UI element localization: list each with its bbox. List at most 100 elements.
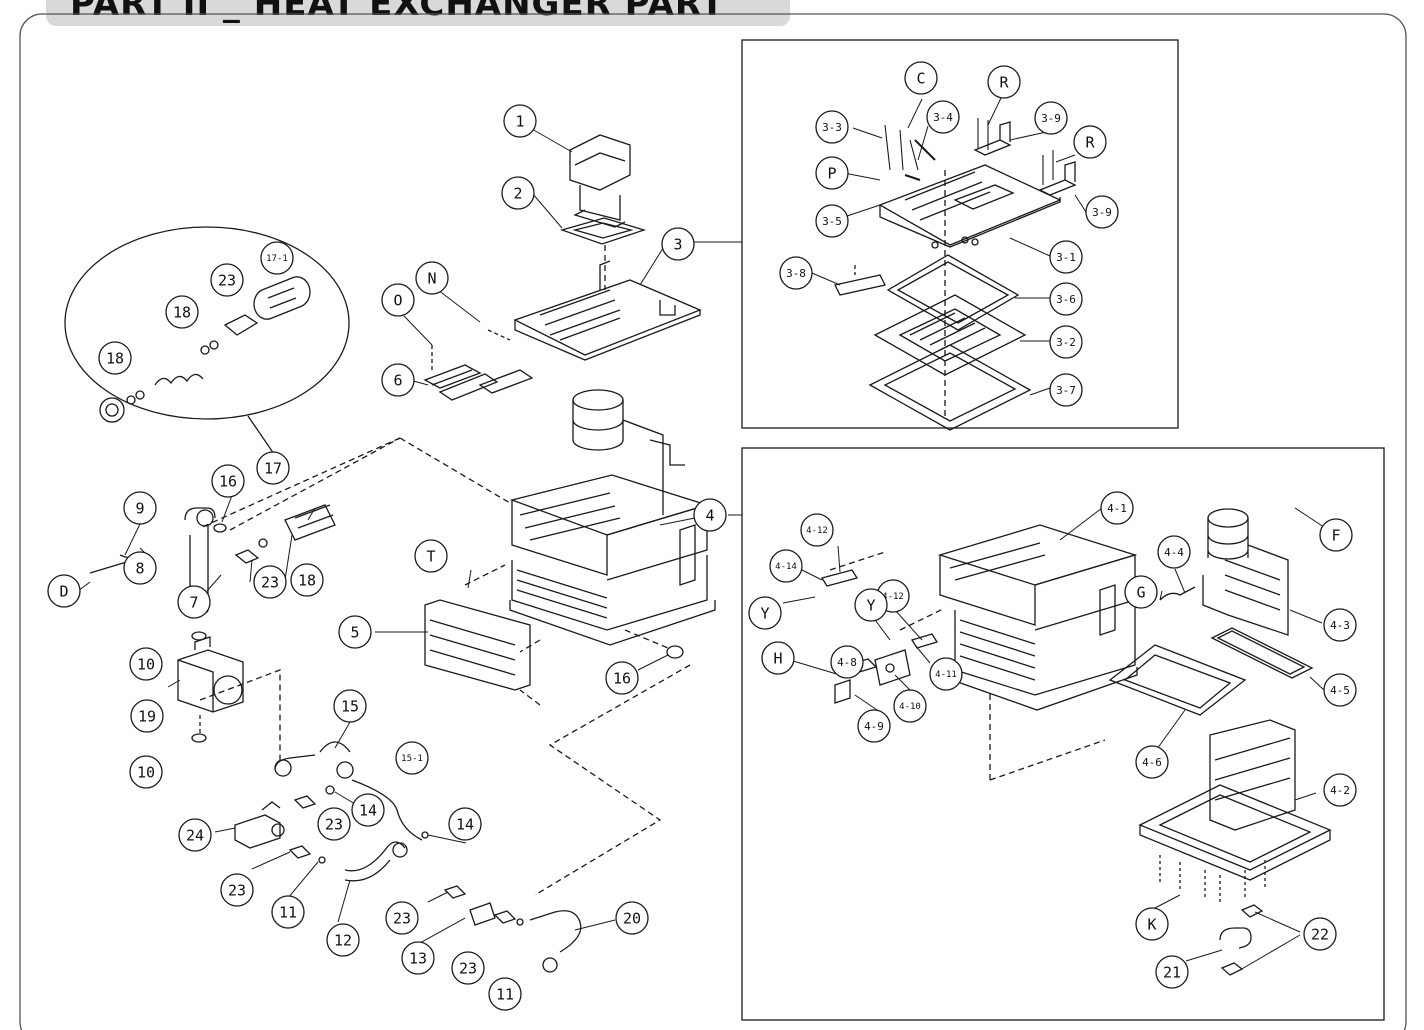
callout-main-16b: 16 xyxy=(605,661,639,695)
callout-main-11a: 11 xyxy=(271,895,305,929)
callout-label: 10 xyxy=(137,763,155,781)
callout-circle xyxy=(800,513,834,547)
callout-circle xyxy=(693,498,727,532)
callout-circle xyxy=(129,755,163,789)
callout-label: N xyxy=(427,269,436,287)
callout-b3-3-5: 3-5 xyxy=(815,204,849,238)
callout-label: 21 xyxy=(1163,963,1181,981)
callout-b4-Y1: Y xyxy=(748,596,782,630)
callout-label: 4-12 xyxy=(806,526,828,536)
callout-label: 23 xyxy=(393,909,411,927)
callout-label: 4-5 xyxy=(1330,684,1350,697)
part-4-6-gasket xyxy=(1108,644,1247,716)
part-1-elbow xyxy=(569,134,631,228)
callout-label: 3-7 xyxy=(1056,384,1076,397)
detail-box-part-3 xyxy=(741,39,1179,429)
callout-circle xyxy=(854,588,888,622)
part-4-heat-exchanger xyxy=(509,389,716,646)
callout-circle xyxy=(178,818,212,852)
callout-b3-3-2: 3-2 xyxy=(1049,325,1083,359)
part-6-clips xyxy=(423,364,534,401)
callout-b3-C: C xyxy=(904,61,938,95)
callout-circle xyxy=(211,464,245,498)
callout-main-14a: 14 xyxy=(351,793,385,827)
callout-b3-3-9b: 3-9 xyxy=(1085,195,1119,229)
callout-label: 14 xyxy=(456,815,474,833)
callout-main-15-1: 15-1 xyxy=(395,741,429,775)
callout-circle xyxy=(290,563,324,597)
part-16-ring xyxy=(666,645,684,659)
part-4-1-exchanger xyxy=(937,524,1138,711)
callout-circle xyxy=(123,491,157,525)
callout-circle xyxy=(317,807,351,841)
part-17-filter xyxy=(284,504,336,541)
callout-label: 23 xyxy=(325,815,343,833)
callout-circle xyxy=(1085,195,1119,229)
callout-main-T: T xyxy=(414,539,448,573)
callout-b3-3-4: 3-4 xyxy=(926,100,960,134)
callout-b3-3-9a: 3-9 xyxy=(1034,101,1068,135)
callout-label: R xyxy=(1085,133,1095,151)
callout-b4-4-11: 4-11 xyxy=(929,657,963,691)
callout-circle xyxy=(857,709,891,743)
callout-main-6: 6 xyxy=(381,363,415,397)
part-4-5-gasket xyxy=(1210,627,1314,679)
callout-circle xyxy=(177,585,211,619)
callout-main-7: 7 xyxy=(177,585,211,619)
callout-b3-P: P xyxy=(815,156,849,190)
callout-label: 6 xyxy=(393,371,402,389)
callout-circle xyxy=(220,873,254,907)
callout-label: 3-4 xyxy=(933,111,953,124)
callout-main-12: 12 xyxy=(326,923,360,957)
callout-label: 3-1 xyxy=(1056,251,1076,264)
callout-label: 3 xyxy=(673,235,682,253)
callout-main-20: 20 xyxy=(615,901,649,935)
callout-circle xyxy=(1073,125,1107,159)
callout-b4-4-2: 4-2 xyxy=(1323,773,1357,807)
callout-main-D: D xyxy=(47,574,81,608)
callout-label: 4-2 xyxy=(1330,784,1350,797)
callout-main-18b: 18 xyxy=(165,295,199,329)
callout-label: Y xyxy=(760,604,769,622)
callout-circle xyxy=(385,901,419,935)
callout-circle xyxy=(501,176,535,210)
callout-label: 4-10 xyxy=(899,702,921,712)
callout-circle xyxy=(748,596,782,630)
callout-label: 7 xyxy=(189,593,198,611)
callout-main-23a: 23 xyxy=(210,263,244,297)
callout-circle xyxy=(615,901,649,935)
callout-circle xyxy=(769,549,803,583)
callout-label: 11 xyxy=(496,985,514,1003)
callout-label: 4-3 xyxy=(1330,619,1350,632)
callout-b4-4-10: 4-10 xyxy=(893,689,927,723)
callout-b4-4-6: 4-6 xyxy=(1135,745,1169,779)
part-3-8-strip xyxy=(834,274,886,296)
callout-circle xyxy=(1135,745,1169,779)
callout-label: 4-1 xyxy=(1107,502,1127,515)
callout-circle xyxy=(1034,101,1068,135)
callout-main-10a: 10 xyxy=(129,647,163,681)
callout-circle xyxy=(129,647,163,681)
callout-b4-21: 21 xyxy=(1155,955,1189,989)
callout-b4-Y2: Y xyxy=(854,588,888,622)
detail-box-part-4 xyxy=(741,447,1385,1021)
callout-label: 1 xyxy=(515,112,524,130)
part-5-front-cover xyxy=(424,599,531,691)
callout-b4-K: K xyxy=(1135,907,1169,941)
callout-main-N: N xyxy=(415,261,449,295)
part-2-gasket xyxy=(559,217,647,245)
callout-main-23f: 23 xyxy=(451,951,485,985)
callout-circle xyxy=(1157,535,1191,569)
callout-circle xyxy=(395,741,429,775)
callout-label: 15 xyxy=(341,697,359,715)
part-3-2-plate xyxy=(873,294,1027,376)
callout-circle xyxy=(1135,907,1169,941)
callout-main-16a: 16 xyxy=(211,464,245,498)
callout-b3-3-7: 3-7 xyxy=(1049,373,1083,407)
callout-b4-H: H xyxy=(761,641,795,675)
callout-b4-4-14: 4-14 xyxy=(769,549,803,583)
callout-circle xyxy=(338,615,372,649)
callout-label: 16 xyxy=(219,472,237,490)
part-24-valve xyxy=(234,801,285,849)
callout-main-23d: 23 xyxy=(220,873,254,907)
